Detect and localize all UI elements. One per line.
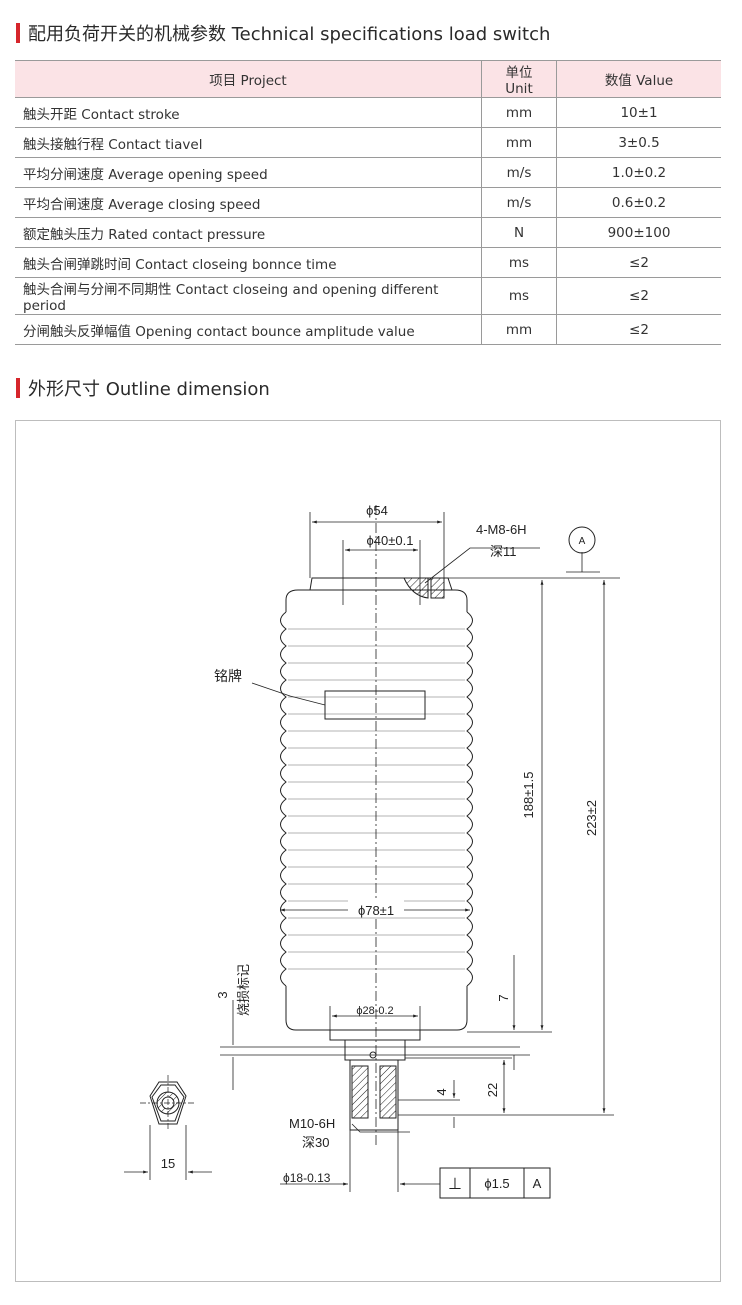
row-value: ≤2 — [556, 314, 721, 345]
bottom-stem — [349, 1060, 399, 1131]
dim-4: 4 — [434, 1088, 449, 1095]
thread-bottom-depth: 深30 — [302, 1135, 329, 1150]
table-row: 平均合闸速度 Average closing speed m/s 0.6±0.2 — [15, 187, 721, 218]
tol-symbol: ⊥ — [448, 1176, 462, 1193]
phi78-label-bg — [348, 898, 404, 916]
row-unit: mm — [481, 97, 557, 128]
body-ribs — [288, 628, 465, 970]
table-row: 触头开距 Contact stroke mm 10±1 — [15, 97, 721, 128]
table-row: 触头接触行程 Contact tiavel mm 3±0.5 — [15, 127, 721, 158]
bottom-ring — [329, 1030, 421, 1041]
side-view-hex — [140, 1075, 196, 1131]
body-right-profile — [466, 611, 473, 987]
lower-body — [285, 986, 468, 1031]
row-project: 额定触头压力 Rated contact pressure — [15, 217, 482, 248]
dim-7: 7 — [496, 994, 511, 1001]
tol-value: ϕ1.5 — [484, 1176, 509, 1191]
header-unit: 单位 Unit — [481, 60, 557, 98]
thread-bottom: M10-6H — [289, 1116, 335, 1131]
row-project: 触头合闸与分闸不同期性 Contact closeing and opening… — [15, 277, 482, 315]
dim-223: 223±2 — [584, 800, 599, 836]
nameplate-rect — [324, 690, 426, 720]
table-row: 额定触头压力 Rated contact pressure N 900±100 — [15, 217, 721, 248]
row-unit: m/s — [481, 157, 557, 188]
datum-label: A — [579, 536, 586, 547]
row-project: 分闸触头反弹幅值 Opening contact bounce amplitud… — [15, 314, 482, 345]
row-value: 900±100 — [556, 217, 721, 248]
datum-circle — [568, 526, 596, 554]
dim-22: 22 — [485, 1083, 500, 1097]
thread-top-depth: 深11 — [490, 544, 517, 559]
row-value: ≤2 — [556, 277, 721, 315]
thread-top: 4-M8-6H — [476, 522, 527, 537]
spec-section-title: 配用负荷开关的机械参数 Technical specifications loa… — [16, 22, 551, 45]
tolerance-frame — [439, 1167, 551, 1199]
outline-title-text: 外形尺寸 Outline dimension — [28, 379, 270, 400]
title-accent-bar — [16, 378, 20, 398]
row-value: 3±0.5 — [556, 127, 721, 158]
dim-15: 15 — [161, 1156, 175, 1171]
row-unit: ms — [481, 277, 557, 315]
row-value: 0.6±0.2 — [556, 187, 721, 218]
table-header-row: 项目 Project 单位 Unit 数值 Value — [15, 60, 721, 98]
table-row: 分闸触头反弹幅值 Opening contact bounce amplitud… — [15, 314, 721, 345]
top-shoulder — [285, 589, 468, 612]
bottom-collar — [344, 1040, 406, 1061]
outline-section-title: 外形尺寸 Outline dimension — [16, 377, 270, 400]
spec-table: 项目 Project 单位 Unit 数值 Value 触头开距 Contact… — [15, 60, 721, 345]
row-unit: m/s — [481, 187, 557, 218]
row-project: 平均合闸速度 Average closing speed — [15, 187, 482, 218]
dim-188: 188±1.5 — [521, 772, 536, 819]
top-flange — [309, 577, 453, 591]
tol-datum: A — [533, 1176, 542, 1191]
row-unit: ms — [481, 247, 557, 278]
spec-title-text: 配用负荷开关的机械参数 Technical specifications loa… — [28, 24, 551, 45]
row-unit: mm — [481, 314, 557, 345]
header-project: 项目 Project — [15, 60, 482, 98]
dim-3: 3 — [215, 991, 230, 998]
dim-phi78: ϕ78±1 — [358, 903, 394, 918]
dim-phi54: ϕ54 — [366, 503, 388, 518]
dim-phi18: ϕ18-0.13 — [283, 1171, 331, 1185]
body-left-profile — [280, 611, 287, 987]
dim-phi40: ϕ40±0.1 — [367, 533, 414, 548]
nameplate-label: 铭牌 — [214, 668, 242, 684]
burn-mark-label: 烧损标记 — [236, 964, 251, 1016]
hatched-sections — [351, 577, 445, 1119]
title-accent-bar — [16, 23, 20, 43]
row-project: 触头开距 Contact stroke — [15, 97, 482, 128]
drawing-frame — [15, 420, 721, 1282]
dim-phi28: ϕ28-0.2 — [356, 1005, 393, 1017]
table-row: 触头合闸与分闸不同期性 Contact closeing and opening… — [15, 277, 721, 315]
